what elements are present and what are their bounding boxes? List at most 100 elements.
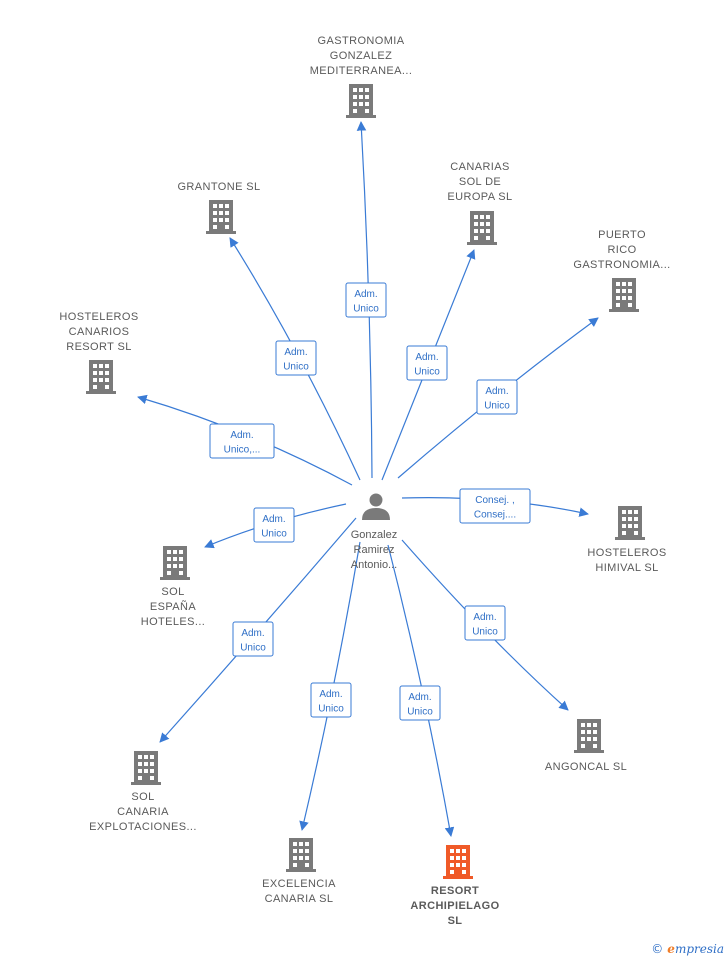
company-name[interactable]: CANARIOS (69, 326, 130, 338)
person-name[interactable]: Gonzalez (351, 529, 397, 541)
company-name[interactable]: SOL (161, 586, 184, 598)
edges-layer: Adm.UnicoAdm.UnicoAdm.UnicoAdm.UnicoAdm.… (137, 121, 599, 837)
company-name[interactable]: SOL (131, 791, 154, 803)
relation-edge-puerto-rico[interactable]: Adm. Unico (397, 317, 599, 479)
relation-label-box[interactable] (310, 682, 352, 718)
relation-label: Unico (414, 367, 440, 378)
relation-label: Unico (353, 304, 379, 315)
relation-edge-angoncal[interactable]: Adm.Unico (401, 539, 569, 711)
company-name[interactable]: CANARIAS (450, 161, 509, 173)
relation-label: Adm. (473, 612, 496, 623)
company-name[interactable]: SOL DE (459, 176, 501, 188)
person-name[interactable]: Antonio... (351, 559, 397, 571)
relation-label-box[interactable] (253, 507, 295, 543)
relation-label-box[interactable] (406, 345, 448, 381)
company-name[interactable]: ESPAÑA (150, 600, 196, 613)
person-node[interactable]: GonzalezRamirezAntonio... (351, 493, 397, 572)
company-name[interactable]: SL (448, 915, 463, 927)
company-name[interactable]: GASTRONOMIA... (573, 259, 670, 271)
relation-edge-canarias-sol[interactable]: Adm. Unico (381, 249, 476, 481)
company-name[interactable]: RESORT (431, 885, 479, 897)
relation-label-box[interactable] (464, 605, 506, 641)
building-icon[interactable] (86, 360, 116, 394)
company-name[interactable]: HOSTELEROS (587, 547, 666, 559)
company-name[interactable]: ANGONCAL SL (545, 761, 627, 773)
company-node-grantone[interactable]: GRANTONE SL (177, 181, 260, 234)
building-icon[interactable] (206, 200, 236, 234)
relation-edge-grantone[interactable]: Adm. Unico (229, 237, 361, 481)
relation-edge-hosteleros-himival[interactable]: Consej. ,Consej.... (401, 488, 589, 524)
company-node-sol-canaria[interactable]: SOL CANARIA EXPLOTACIONES... (89, 751, 197, 833)
company-node-gastronomia[interactable]: GASTRONOMIA GONZALEZ MEDITERRANEA... (310, 35, 413, 118)
relation-edge-sol-espana[interactable]: Adm. Unico (204, 503, 347, 549)
relation-edge-hosteleros-canarios[interactable]: Adm. Unico,... (137, 394, 353, 486)
relation-label-box[interactable] (345, 282, 387, 318)
company-name[interactable]: EUROPA SL (447, 191, 512, 203)
building-icon[interactable] (286, 838, 316, 872)
building-icon[interactable] (443, 845, 473, 879)
relation-label: Unico (261, 529, 287, 540)
company-name[interactable]: HIMIVAL SL (595, 562, 658, 574)
relation-label: Unico (407, 707, 433, 718)
company-name[interactable]: RESORT SL (66, 341, 132, 353)
relation-label-box[interactable] (209, 423, 275, 459)
relation-label: Adm. (354, 289, 377, 300)
building-icon[interactable] (467, 211, 497, 245)
company-node-angoncal[interactable]: ANGONCAL SL (545, 719, 627, 773)
relation-label: Adm. (241, 628, 264, 639)
company-node-excelencia[interactable]: EXCELENCIA CANARIA SL (262, 838, 336, 905)
company-name[interactable]: HOTELES... (141, 616, 206, 628)
relation-edge-sol-canaria[interactable]: Adm. Unico (159, 517, 357, 743)
relation-label-box[interactable] (476, 379, 518, 415)
building-icon[interactable] (160, 546, 190, 580)
brand-watermark: ©empresia (651, 942, 724, 956)
company-name[interactable]: PUERTO (598, 229, 646, 241)
company-name[interactable]: EXCELENCIA (262, 878, 336, 890)
building-icon[interactable] (346, 84, 376, 118)
relation-label: Unico,... (224, 445, 261, 456)
building-icon[interactable] (615, 506, 645, 540)
company-name[interactable]: HOSTELEROS (59, 311, 138, 323)
relation-label: Unico (283, 362, 309, 373)
relation-label-box[interactable] (275, 340, 317, 376)
relation-label: Unico (240, 643, 266, 654)
relation-label: Adm. (230, 430, 253, 441)
company-name[interactable]: CANARIA SL (265, 893, 334, 905)
company-node-hosteleros-canarios[interactable]: HOSTELEROS CANARIOS RESORT SL (59, 311, 138, 394)
nodes-layer: GASTRONOMIA GONZALEZ MEDITERRANEA... GRANTO… (59, 35, 670, 927)
company-name[interactable]: GASTRONOMIA (318, 35, 405, 47)
person-icon[interactable] (362, 493, 390, 521)
relation-label: Adm. (262, 514, 285, 525)
company-name[interactable]: GRANTONE SL (177, 181, 260, 193)
relation-label: Adm. (284, 347, 307, 358)
relation-label-box[interactable] (399, 685, 441, 721)
building-icon[interactable] (574, 719, 604, 753)
relation-label: Adm. (319, 689, 342, 700)
relation-edge-excelencia[interactable]: Adm. Unico (299, 541, 361, 831)
relation-label-box[interactable] (459, 488, 531, 524)
building-icon[interactable] (609, 278, 639, 312)
company-name[interactable]: RICO (607, 244, 636, 256)
company-name[interactable]: ARCHIPIELAGO (410, 900, 499, 912)
relation-label-box[interactable] (232, 621, 274, 657)
person-name[interactable]: Ramirez (354, 544, 395, 556)
relation-edge-gastronomia[interactable]: Adm. Unico (345, 121, 387, 479)
company-name[interactable]: GONZALEZ (330, 50, 393, 62)
company-node-sol-espana[interactable]: SOL ESPAÑA HOTELES... (141, 546, 206, 628)
relation-edge-resort[interactable]: Adm. Unico (387, 544, 455, 837)
relation-label: Consej.... (474, 510, 516, 521)
company-name[interactable]: CANARIA (117, 806, 169, 818)
relation-label: Adm. (408, 692, 431, 703)
company-name[interactable]: EXPLOTACIONES... (89, 821, 197, 833)
company-node-hosteleros-himival[interactable]: HOSTELEROS HIMIVAL SL (587, 506, 666, 574)
company-name[interactable]: MEDITERRANEA... (310, 65, 413, 77)
company-node-resort[interactable]: RESORT ARCHIPIELAGO SL (410, 845, 499, 927)
relation-label: Unico (318, 704, 344, 715)
company-node-canarias-sol[interactable]: CANARIAS SOL DE EUROPA SL (447, 161, 512, 245)
building-icon[interactable] (131, 751, 161, 785)
relation-label: Adm. (415, 352, 438, 363)
relation-label: Adm. (485, 386, 508, 397)
brand-name: mpresia (674, 942, 724, 956)
company-node-puerto-rico[interactable]: PUERTO RICO GASTRONOMIA... (573, 229, 670, 312)
